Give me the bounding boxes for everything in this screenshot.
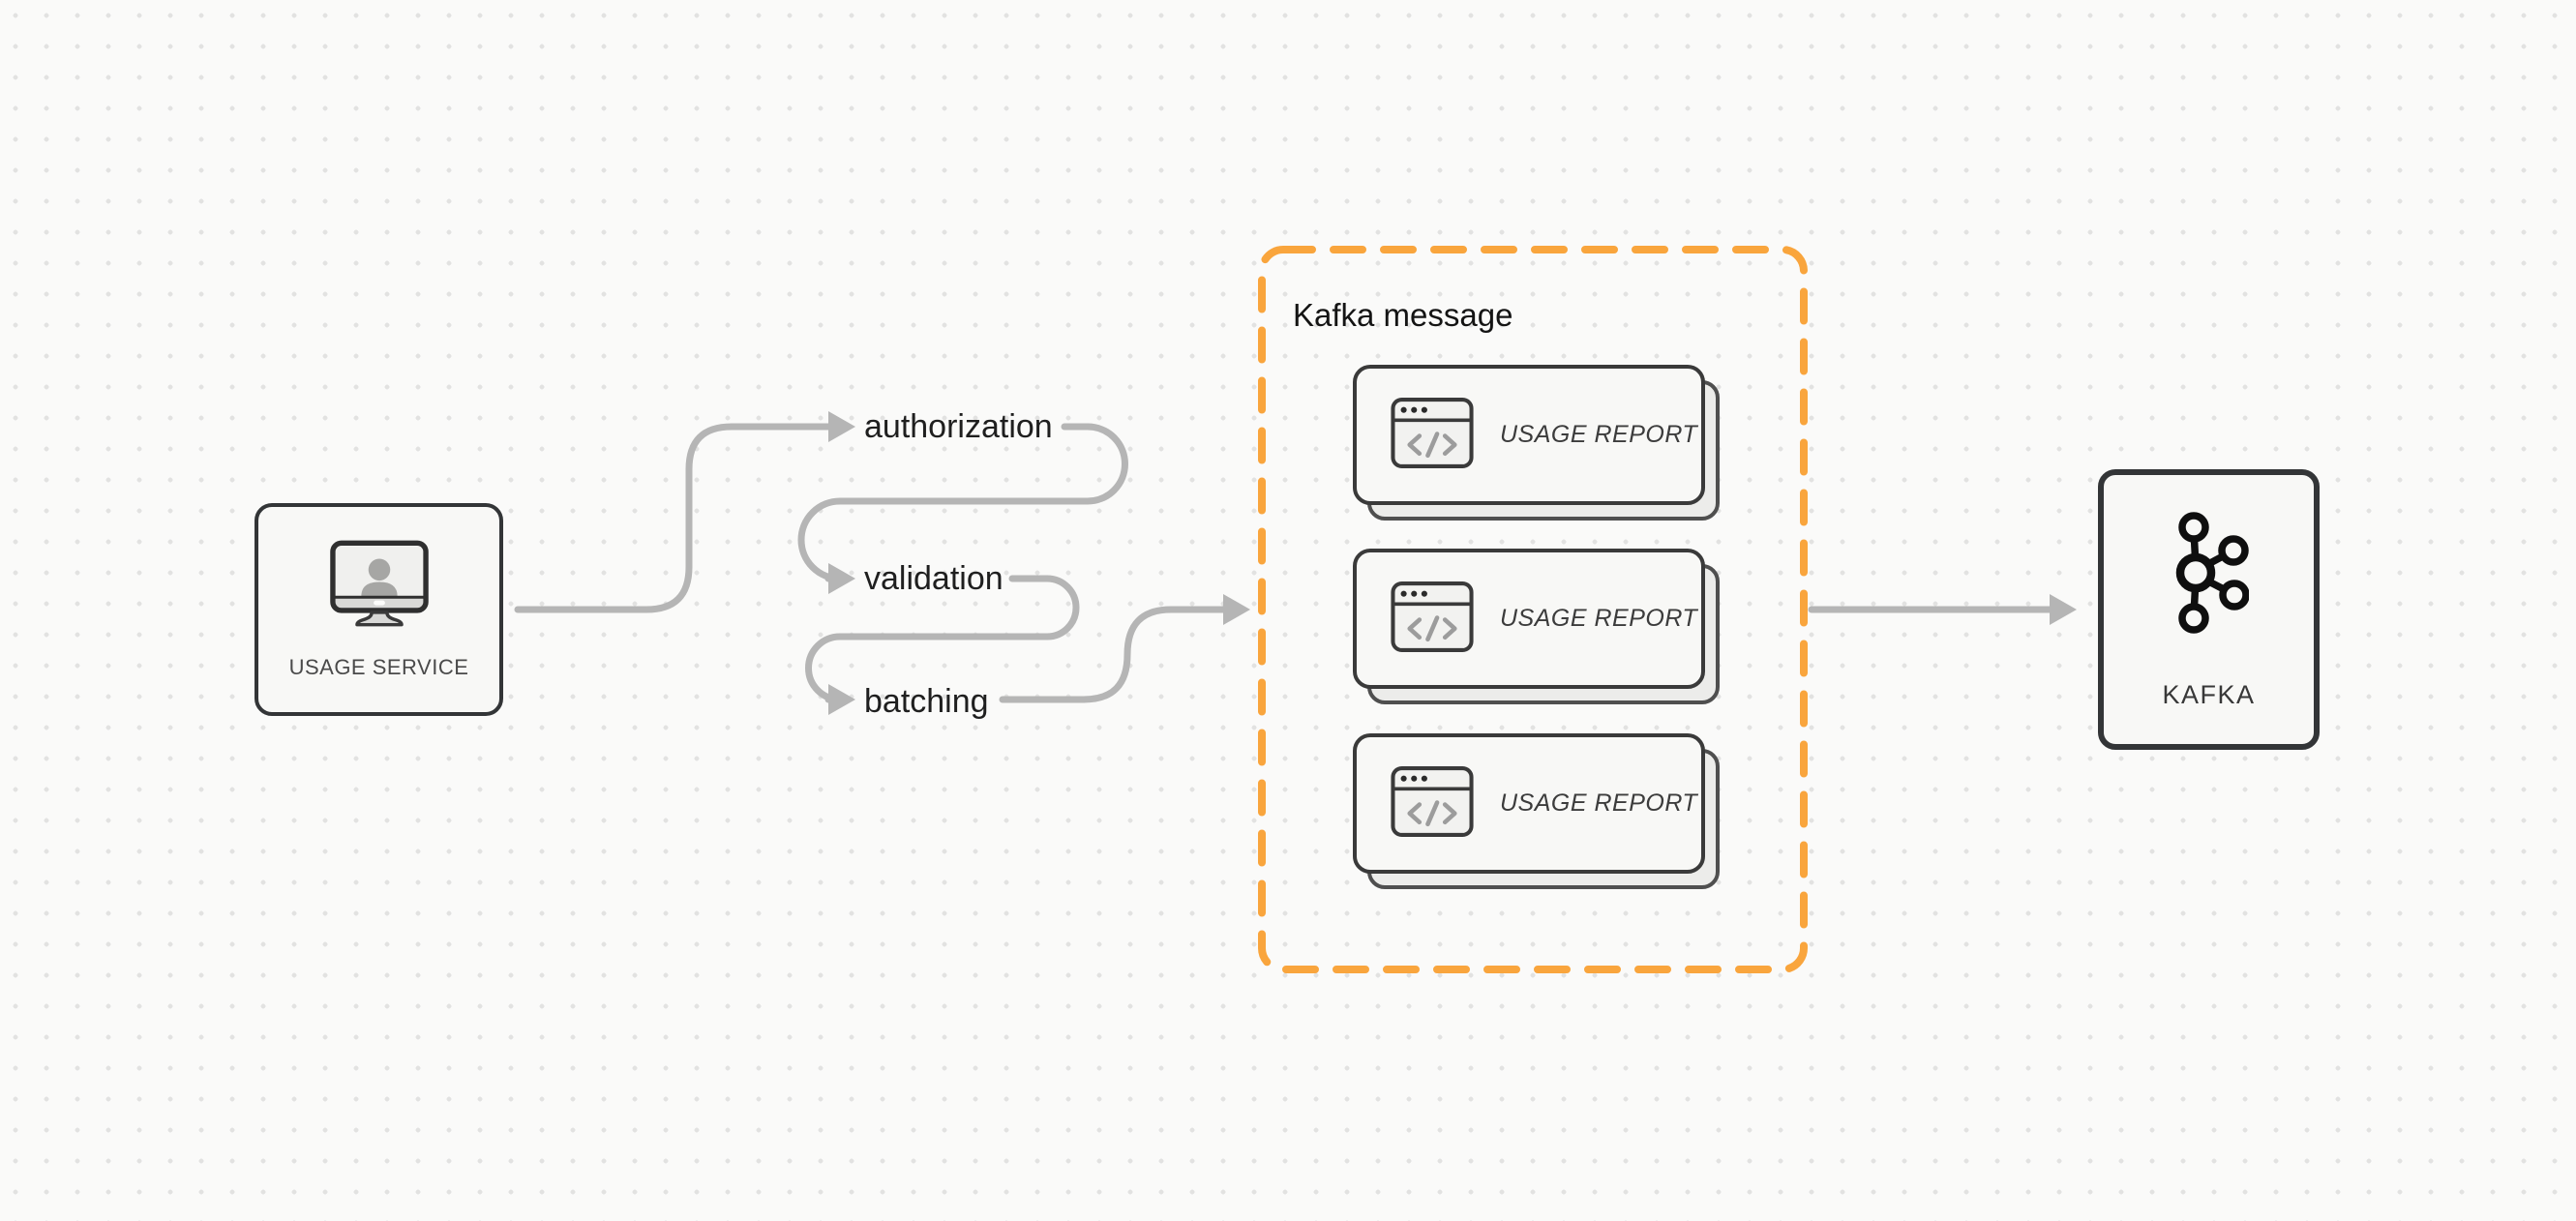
- usage-report-card: USAGE REPORT: [1353, 549, 1720, 704]
- flow-step-label-validation: validation: [864, 560, 1003, 597]
- flow-step-label-authorization: authorization: [864, 408, 1053, 445]
- flow-step-label-batching: batching: [864, 683, 989, 720]
- connector-batching-to-message-group: [999, 606, 1227, 703]
- connector-validation-to-batching: [805, 575, 1080, 703]
- kafka-node: KAFKA: [2098, 469, 2320, 750]
- card-front: USAGE REPORT: [1353, 549, 1705, 689]
- usage-service-node: USAGE SERVICE: [255, 503, 503, 716]
- arrowhead-message-group: [1223, 594, 1250, 625]
- card-front: USAGE REPORT: [1353, 733, 1705, 874]
- card-front: USAGE REPORT: [1353, 365, 1705, 505]
- code-window-icon: [1390, 397, 1475, 474]
- usage-report-card: USAGE REPORT: [1353, 365, 1720, 521]
- code-window-icon: [1390, 765, 1475, 843]
- usage-service-label: USAGE SERVICE: [288, 655, 469, 679]
- kafka-message-group-border: [1258, 246, 1808, 973]
- arrowhead-kafka: [2050, 594, 2077, 625]
- code-window-icon: [1390, 581, 1475, 658]
- usage-report-label: USAGE REPORT: [1500, 421, 1698, 448]
- arrowhead-batching: [828, 684, 855, 715]
- kafka-message-group-title: Kafka message: [1293, 297, 1513, 333]
- arrowhead-validation: [828, 563, 855, 594]
- connector-usage-to-authorization: [514, 423, 832, 613]
- usage-report-label: USAGE REPORT: [1500, 789, 1698, 817]
- kafka-label: KAFKA: [2162, 680, 2256, 709]
- usage-report-card: USAGE REPORT: [1353, 733, 1720, 889]
- connector-authorization-to-validation: [797, 423, 1128, 582]
- monitor-user-icon: [329, 540, 429, 633]
- kafka-logo-icon: [2170, 510, 2250, 640]
- arrowhead-authorization: [828, 411, 855, 442]
- usage-report-label: USAGE REPORT: [1500, 605, 1698, 632]
